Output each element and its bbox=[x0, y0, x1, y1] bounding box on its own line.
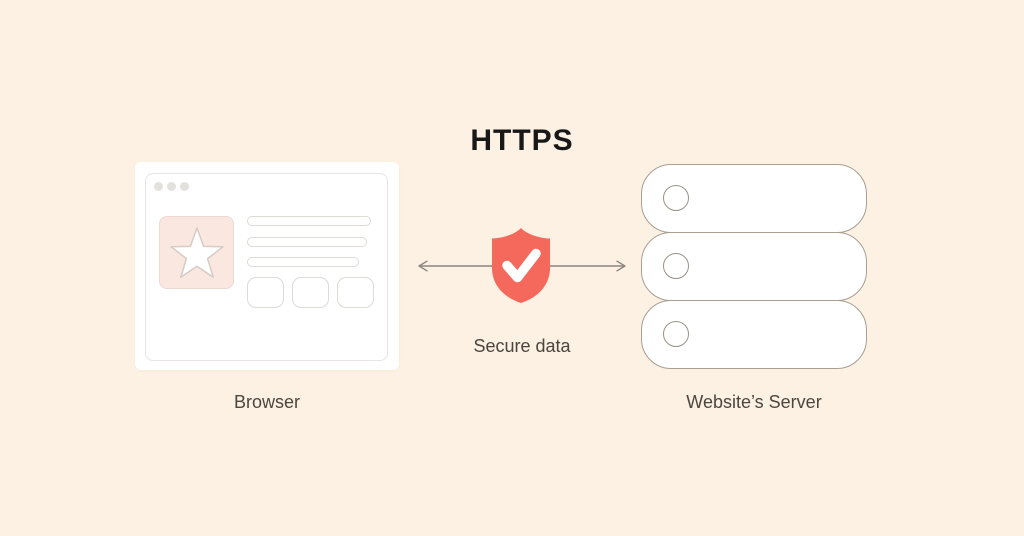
star-icon bbox=[169, 226, 224, 278]
text-line-placeholder bbox=[247, 216, 371, 226]
server-illustration bbox=[641, 164, 867, 369]
server-indicator-icon bbox=[663, 253, 689, 279]
https-title: HTTPS bbox=[470, 124, 574, 157]
shield-check-icon bbox=[492, 228, 550, 303]
button-placeholder bbox=[337, 277, 374, 308]
window-dot bbox=[154, 182, 163, 191]
browser-window bbox=[145, 173, 388, 361]
button-placeholder bbox=[247, 277, 284, 308]
server-unit bbox=[641, 300, 867, 369]
image-placeholder bbox=[159, 216, 234, 289]
window-dot bbox=[167, 182, 176, 191]
text-line-placeholder bbox=[247, 257, 359, 267]
secure-data-label: Secure data bbox=[473, 336, 571, 356]
server-indicator-icon bbox=[663, 185, 689, 211]
server-indicator-icon bbox=[663, 321, 689, 347]
button-placeholder bbox=[292, 277, 329, 308]
server-unit bbox=[641, 232, 867, 301]
text-line-placeholder bbox=[247, 237, 367, 247]
server-label: Website’s Server bbox=[686, 392, 822, 412]
server-unit bbox=[641, 164, 867, 233]
secure-connection-group: HTTPS Secure data bbox=[416, 0, 628, 536]
browser-label: Browser bbox=[233, 392, 300, 412]
window-dot bbox=[180, 182, 189, 191]
window-controls-icon bbox=[154, 182, 189, 191]
browser-illustration bbox=[135, 162, 399, 370]
